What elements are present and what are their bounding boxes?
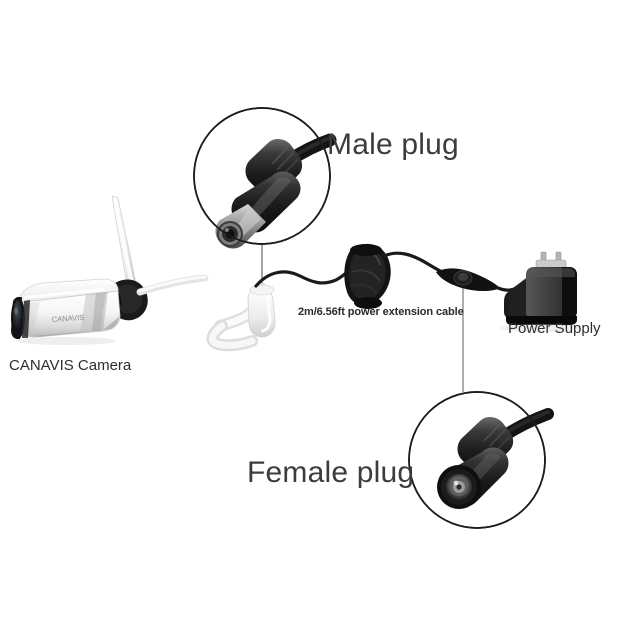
female-plug-callout [408,391,554,529]
canavis-camera: CANAVIS [11,195,209,345]
camera-brand-mark: CANAVIS [52,313,85,324]
label-male-plug: Male plug [327,128,459,161]
inline-female-connector [436,268,500,291]
female-plug-graphic [437,408,554,509]
power-supply-adapter [501,251,581,332]
label-power-supply: Power Supply [508,320,601,337]
label-extension-cable: 2m/6.56ft power extension cable [298,306,464,318]
label-canavis-camera: CANAVIS Camera [9,357,132,374]
cable-coil-bundle [344,243,391,309]
camera-pigtail-cable [206,283,276,352]
label-female-plug: Female plug [247,456,415,489]
male-plug-callout [193,107,337,249]
camera-rear-cable [136,274,209,296]
male-plug-graphic [215,133,337,249]
camera-side-connector [247,284,276,338]
camera-body: CANAVIS [11,278,121,339]
female-socket-opening [437,465,481,509]
camera-lens [11,297,25,339]
adapter-prongs [535,251,567,269]
camera-antenna [111,195,139,292]
camera-ir-band [22,300,30,338]
extension-cable [254,243,536,309]
camera-rear-cable-highlight [138,275,207,293]
